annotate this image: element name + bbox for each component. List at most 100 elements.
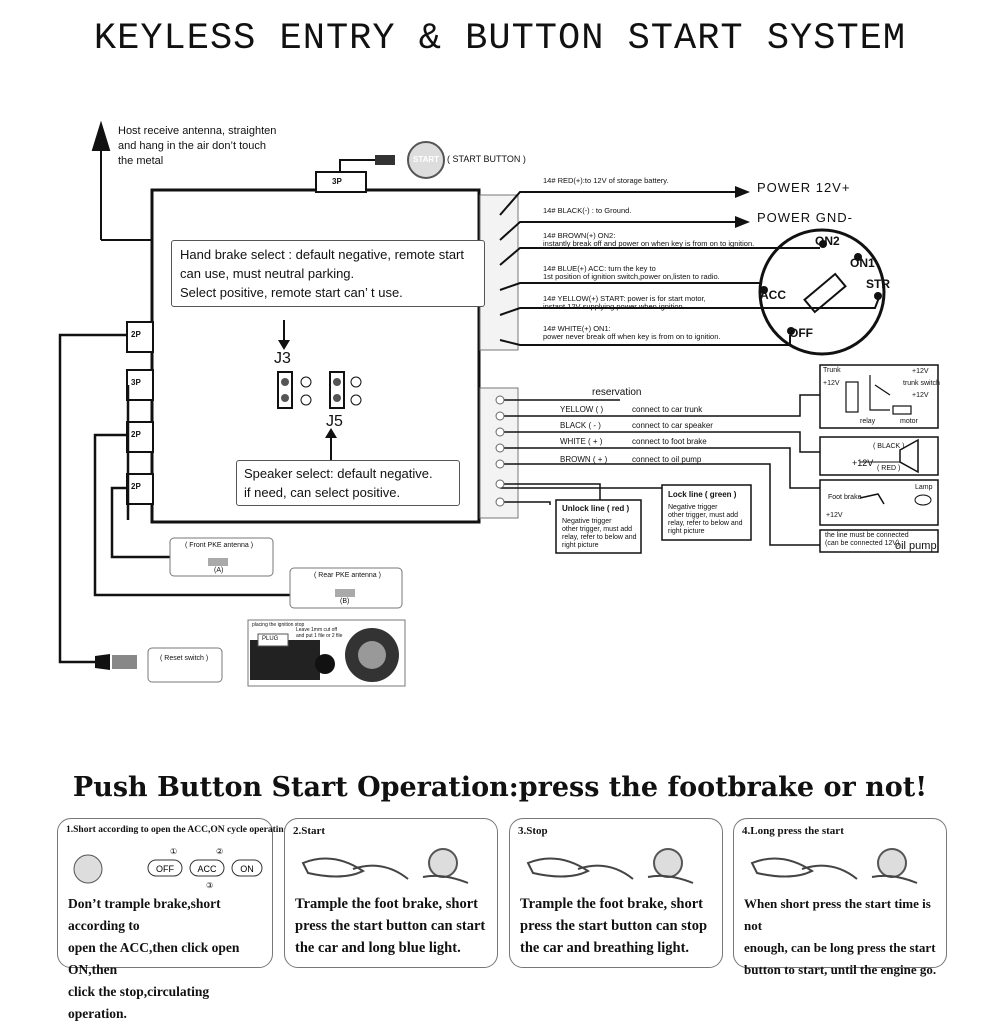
lock-text-line: relay, refer to below and (668, 520, 743, 527)
trunk-12v-label: +12V (823, 380, 840, 387)
brake-12v-label: +12V (826, 512, 843, 519)
lamp-label: Lamp (915, 484, 933, 491)
panel-heading: 2.Start (293, 825, 326, 837)
wire-line: 1st position of ignition switch,power on… (543, 272, 720, 281)
cycle-on: ON (240, 864, 254, 874)
start-button-caption: ( START BUTTON ) (447, 154, 526, 164)
speaker-select-line: Speaker select: default negative. (244, 466, 433, 481)
ignition-on1-label: ON1 (850, 256, 875, 270)
panel-line: enough, can be long press the start (744, 940, 936, 955)
panel-line: button to start, until the engine go. (744, 962, 937, 977)
cycle-step: ② (216, 847, 223, 856)
right-wire-desc: connect to car speaker (632, 421, 713, 430)
trunk-label: Trunk (823, 367, 841, 374)
wire-line: instant 12V supplying power when ignitio… (543, 302, 685, 311)
unlock-text-line: relay, refer to below and (562, 534, 637, 541)
wire-line: 14# WHITE(+) ON1: (543, 324, 611, 333)
wire-line: instantly break off and power on when ke… (543, 239, 755, 248)
diagram-title: KEYLESS ENTRY & BUTTON START SYSTEM (93, 18, 907, 60)
lock-line-title: Lock line ( green ) (668, 490, 737, 499)
cycle-acc: ACC (197, 864, 217, 874)
ignition-str-label: STR (866, 277, 890, 291)
install-caption: placing the ignition stop (252, 622, 305, 628)
oil-note-line: the line must be connected (825, 532, 909, 539)
antenna-note-line: Host receive antenna, straighten (118, 125, 277, 137)
wire-line: 14# BLUE(+) ACC: turn the key to (543, 264, 656, 273)
trunk-12v-label: +12V (912, 368, 929, 375)
foot-press-icon (301, 848, 469, 884)
ignition-switch-icon (758, 228, 886, 356)
ignition-acc-label: ACC (760, 288, 786, 302)
trunk-switch-label: trunk switch (903, 380, 940, 387)
jumper-j5-icon (329, 371, 362, 409)
cycle-off: OFF (156, 864, 174, 874)
speaker-select-box: Speaker select: default negative. if nee… (236, 460, 460, 506)
panel-line: the car and breathing light. (520, 940, 690, 956)
wire-line: 14# YELLOW(+) START: power is for start … (543, 294, 706, 303)
panel-long-press: 4.Long press the start When short press … (733, 818, 947, 977)
panel-text: Don’t trample brake,short according to o… (68, 893, 264, 1025)
wire-white-label: 14# WHITE(+) ON1: power never break off … (543, 325, 720, 341)
antenna-note-line: and hang in the air don’t touch (118, 140, 267, 152)
left-connector-label: 2P (131, 330, 141, 339)
panel-line: click the stop,circulating operation. (68, 984, 210, 1021)
unlock-text-line: Negative trigger (562, 518, 612, 525)
cycle-diagram: OFF ACC ON ① ② ③ (73, 847, 263, 890)
panel-acc-on-cycle: 1.Short according to open the ACC,ON cyc… (57, 818, 313, 1021)
hand-brake-line: Hand brake select : default negative, re… (180, 247, 464, 262)
right-wire-color: BROWN ( + ) (560, 455, 608, 464)
front-antenna-sub: (A) (214, 567, 224, 574)
speaker-select-line: if need, can select positive. (244, 485, 401, 500)
right-wire-desc: connect to foot brake (632, 437, 707, 446)
front-antenna-label: ( Front PKE antenna ) (185, 542, 254, 549)
antenna-arrow-icon (91, 120, 152, 241)
wire-red-label: 14# RED(+):to 12V of storage battery. (543, 176, 669, 185)
speaker-12v-label: +12V (852, 458, 874, 468)
cycle-step: ① (170, 847, 177, 856)
wire-yellow-label: 14# YELLOW(+) START: power is for start … (543, 295, 706, 311)
start-knob-icon (73, 854, 103, 884)
rear-antenna-label: ( Rear PKE antenna ) (314, 572, 381, 579)
speaker-red-label: ( RED ) (877, 465, 901, 472)
panel-heading: 4.Long press the start (742, 825, 844, 837)
panel-start: 2.Start Trample the foot brake, short pr… (284, 818, 498, 968)
relay-label: relay (860, 418, 876, 425)
left-connector-label: 2P (131, 482, 141, 491)
panel-line: the car and long blue light. (295, 940, 461, 956)
right-wire-color: BLACK ( - ) (560, 421, 601, 430)
antenna-note-line: the metal (118, 155, 164, 167)
panel-text: Trample the foot brake, short press the … (520, 893, 714, 959)
cycle-step: ③ (206, 881, 213, 890)
wiring-diagram (58, 120, 939, 687)
hand-brake-select-box: Hand brake select : default negative, re… (171, 240, 485, 307)
reservation-label: reservation (592, 387, 642, 398)
power-gnd-label: POWER GND- (757, 210, 853, 225)
right-wire-desc: connect to oil pump (632, 455, 702, 464)
unlock-line-title: Unlock line ( red ) (562, 504, 630, 513)
wire-brown-label: 14# BROWN(+) ON2: instantly break off an… (543, 232, 754, 248)
left-connector-label: 2P (131, 430, 141, 439)
start-button-label: START (412, 155, 440, 164)
trunk-12v-label: +12V (912, 392, 929, 399)
panel-text: Trample the foot brake, short press the … (295, 893, 489, 959)
hand-brake-line: can use, must neutral parking. (180, 266, 355, 281)
jumper-j5-label: J5 (326, 413, 343, 430)
start-button-icon (407, 141, 445, 179)
foot-press-icon (750, 848, 918, 884)
wire-blue-label: 14# BLUE(+) ACC: turn the key to 1st pos… (543, 265, 720, 281)
foot-press-icon (526, 848, 694, 884)
top-connector-label: 3P (332, 177, 342, 186)
wire-black-label: 14# BLACK(-) : to Ground. (543, 206, 632, 215)
install-note: Leave 1mm cut off and put 1 file or 2 fi… (296, 627, 342, 639)
motor-label: motor (900, 418, 918, 425)
lock-text-line: right picture (668, 528, 705, 535)
hand-brake-line: Select positive, remote start can’ t use… (180, 285, 403, 300)
install-note-line: Leave 1mm cut off (296, 627, 338, 633)
right-wire-color: YELLOW ( ) (560, 405, 604, 414)
oil-pump-note: the line must be connected (can be conne… (825, 532, 909, 548)
unlock-text-line: right picture (562, 542, 599, 549)
panel-line: Don’t trample brake,short according to (68, 896, 221, 933)
unlock-line-text: Negative trigger other trigger, must add… (562, 518, 637, 550)
panel-line: Trample the foot brake, short (295, 896, 478, 912)
panel-line: open the ACC,then click open ON,then (68, 940, 240, 977)
